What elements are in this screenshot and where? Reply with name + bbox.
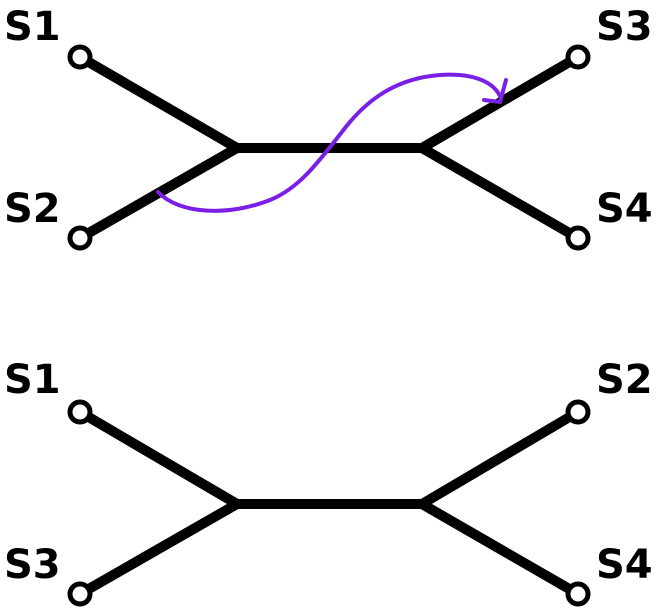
bottom-tree: S1 S3 S2 S4 [4,357,653,607]
bottom-edge-upper-left [77,407,240,509]
bottom-label-lower-left: S3 [4,542,61,588]
bottom-leaf-lower-left [67,581,93,607]
top-tree: S1 S2 S3 S4 [4,4,653,251]
top-leaf-upper-right [565,44,591,70]
bottom-label-lower-right: S4 [596,542,653,588]
bottom-edge-upper-right [419,407,581,509]
top-label-upper-left: S1 [4,4,61,50]
top-edge-lower-right [419,143,581,243]
top-leaf-lower-right [565,225,591,251]
move-arrow-head [482,78,508,104]
top-edge-upper-left [77,52,240,153]
top-leaf-lower-left [67,225,93,251]
bottom-label-upper-right: S2 [596,357,653,403]
top-leaf-upper-left [67,44,93,70]
bottom-edge-lower-right [419,499,581,599]
move-arrow [156,72,502,213]
top-label-lower-left: S2 [4,186,61,232]
bottom-leaf-lower-right [565,581,591,607]
top-label-upper-right: S3 [596,4,653,50]
bottom-edge-lower-left [77,499,240,599]
bottom-leaf-upper-left [67,399,93,425]
top-label-lower-right: S4 [596,186,653,232]
bottom-label-upper-left: S1 [4,357,61,403]
bottom-leaf-upper-right [565,399,591,425]
